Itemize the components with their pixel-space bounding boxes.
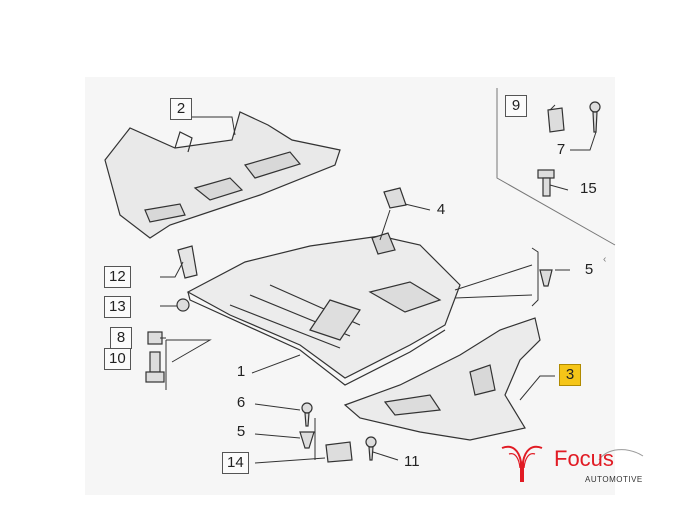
grommet-part [176,298,190,312]
bracket-part [177,245,198,279]
callout-13: 13 [104,296,131,318]
self-tapping-screw-part [301,402,313,427]
callout-6: 6 [236,394,246,411]
callout-3-highlighted: 3 [559,364,581,386]
callout-11: 11 [404,453,420,470]
spring-nut-part [547,107,565,133]
callout-7: 7 [556,141,566,158]
logo-emblem-icon [501,445,543,482]
side-arrow-icon: ‹ [603,254,607,265]
screw-part [589,101,601,133]
callout-5-left: 5 [236,423,246,440]
nut-part [147,331,163,345]
speed-clip-part [325,441,353,463]
inset-frame [496,88,616,246]
logo-subtitle: AUTOMOTIVE [585,475,643,484]
clip-part [383,187,407,209]
callout-1: 1 [236,363,246,380]
callout-2: 2 [170,98,192,120]
leader-lines [160,104,597,464]
focus-automotive-logo: Focus AUTOMOTIVE [497,440,647,490]
logo-car-outline-icon [598,449,644,461]
flange-bolt-part [537,169,555,197]
callout-4: 4 [436,201,446,218]
side-shield-part [343,317,541,441]
callout-15: 15 [580,180,597,197]
front-undertray-part [104,111,341,239]
rivet-part-lower [299,431,315,449]
small-screw-part [365,436,377,461]
main-underbody-panel-part [186,232,461,386]
callout-9: 9 [505,95,527,117]
callout-14: 14 [222,452,249,474]
logo-name: Focus [554,446,614,471]
callout-10: 10 [104,348,131,370]
callout-12: 12 [104,266,131,288]
rivet-part [539,269,553,287]
callout-8: 8 [110,327,132,349]
callout-5-right: 5 [584,261,594,278]
bolt-part [145,351,165,383]
